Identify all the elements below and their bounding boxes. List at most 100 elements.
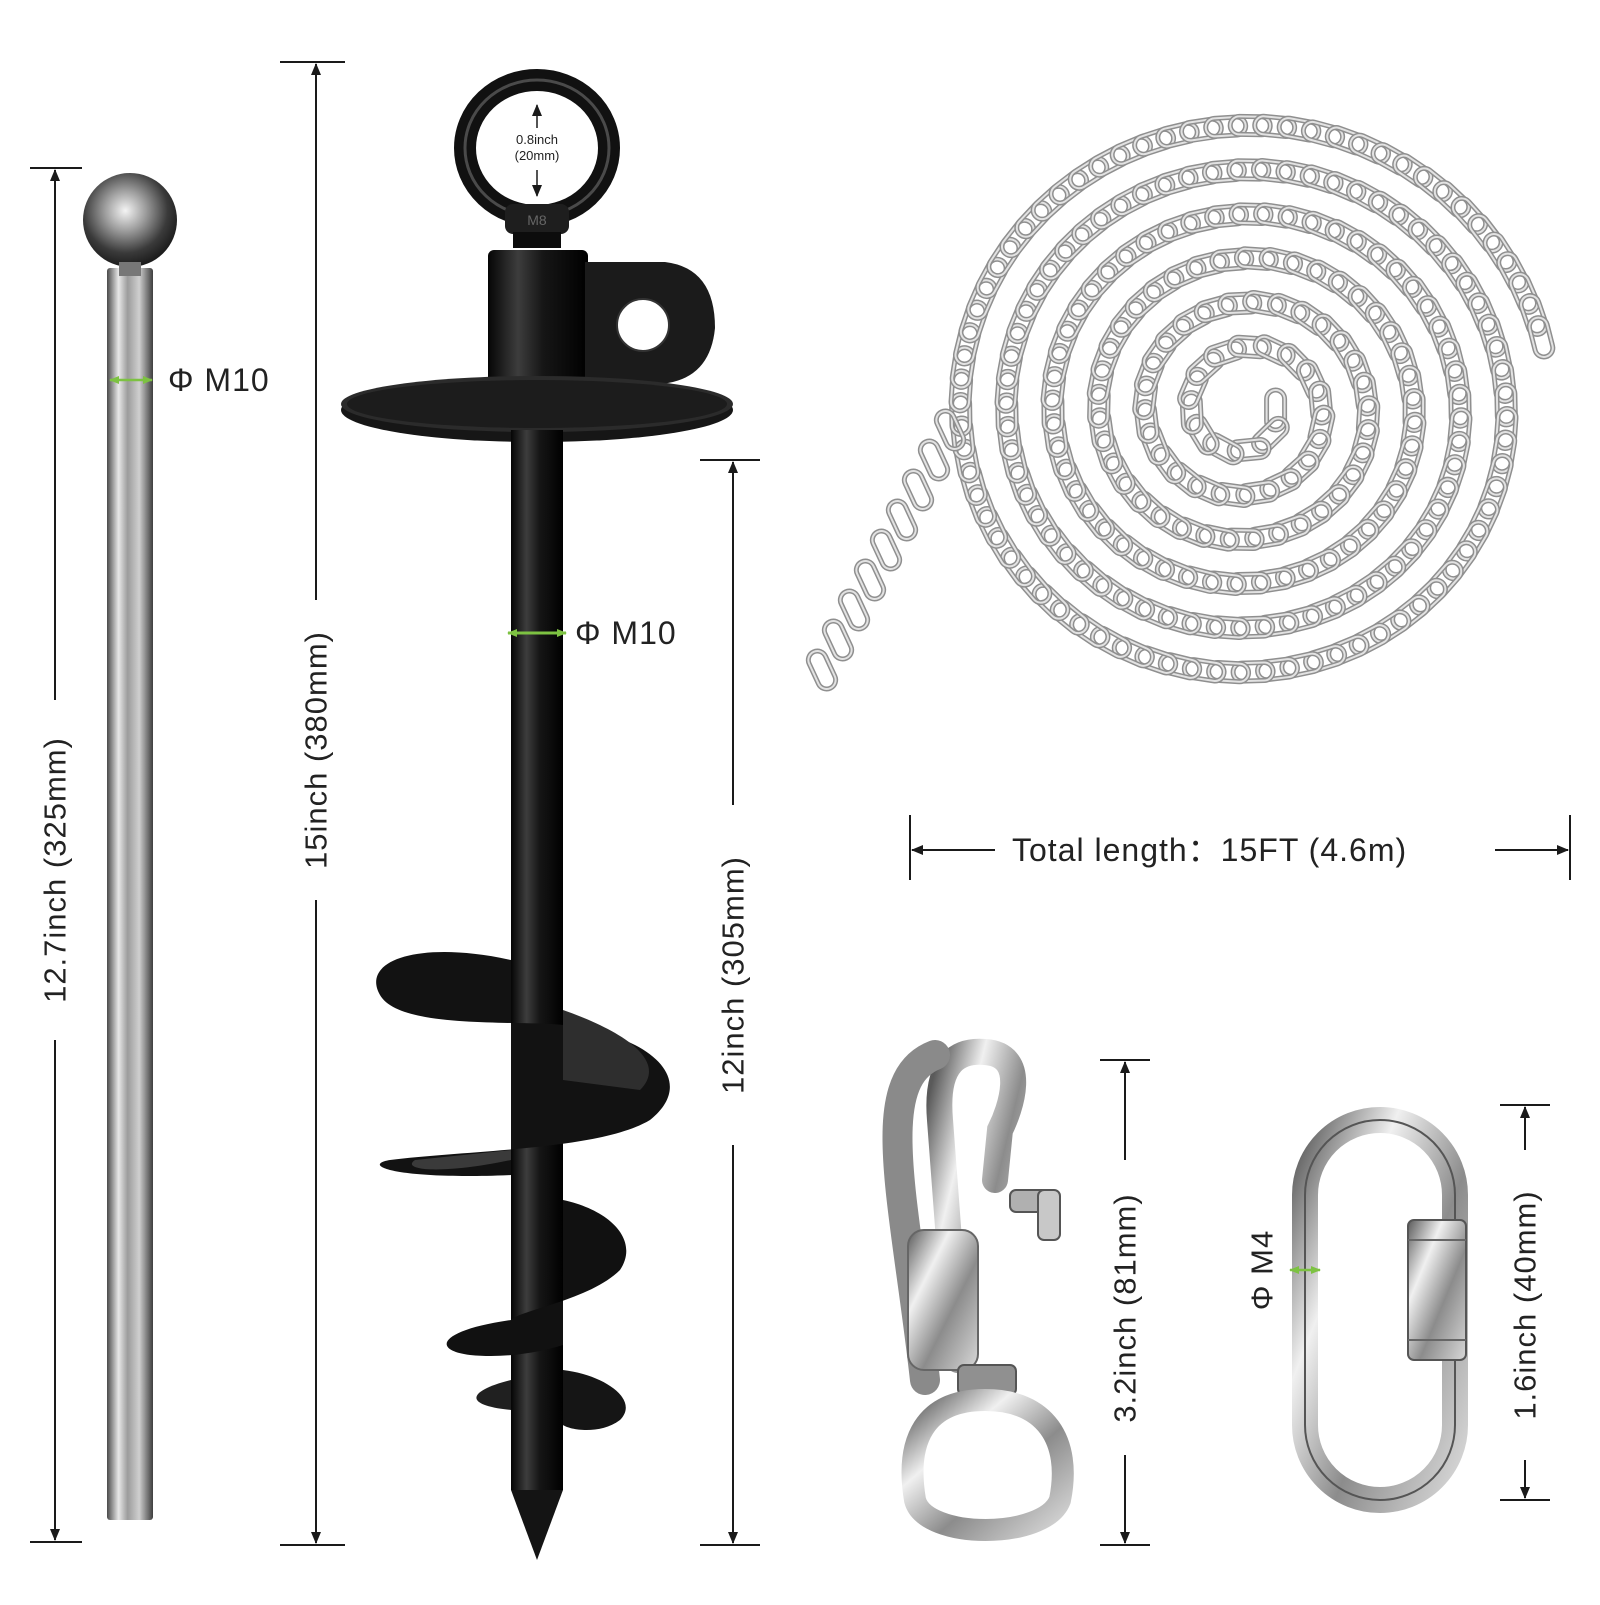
- chain-link-highlight: [1207, 616, 1250, 639]
- snap-hook-length-dimension: [1100, 1059, 1150, 1546]
- chain-link-highlight: [1188, 476, 1229, 505]
- chain-link-highlight: [1409, 219, 1445, 256]
- chain-link-highlight: [1068, 281, 1102, 320]
- chain-link-highlight: [1186, 415, 1219, 455]
- chain-link-highlight: [1135, 354, 1164, 395]
- chain-link-highlight: [967, 279, 997, 320]
- chain-link-highlight: [1156, 559, 1197, 588]
- chain-link-highlight: [1136, 599, 1177, 628]
- chain-link-highlight: [1133, 175, 1174, 204]
- chain-link-highlight: [1468, 499, 1499, 540]
- chain-link-highlight: [1341, 520, 1378, 555]
- chain-link-highlight: [1114, 588, 1154, 620]
- chain-link-highlight: [823, 620, 853, 660]
- chain-link-highlight: [1111, 184, 1152, 216]
- chain-link-highlight: [1066, 481, 1098, 521]
- chain-link-highlight: [1228, 573, 1270, 594]
- chain-link-highlight: [1227, 159, 1270, 181]
- quick-link-diameter-label: Φ M4: [1244, 1229, 1280, 1311]
- chain-link-highlight: [1343, 443, 1374, 484]
- chain-link-highlight: [987, 238, 1020, 277]
- chain-link-highlight: [1331, 331, 1363, 371]
- chain-link-highlight: [995, 370, 1018, 413]
- chain-link-highlight: [1173, 303, 1214, 335]
- chain-link-highlight: [1158, 213, 1200, 241]
- chain-link-highlight: [871, 530, 901, 570]
- quick-link-length-label: 1.6inch (40mm): [1507, 1190, 1543, 1420]
- chain-link-highlight: [887, 500, 917, 540]
- chain-link-highlight: [1321, 536, 1360, 569]
- chain-link-highlight: [1428, 478, 1458, 519]
- chain-link-highlight: [1236, 481, 1279, 505]
- chain-link-highlight: [1393, 154, 1432, 187]
- chain-link-highlight: [1182, 613, 1225, 638]
- chain-link-highlight: [950, 369, 972, 412]
- chain-link-highlight: [1299, 550, 1340, 580]
- chain-link-highlight: [1486, 337, 1512, 380]
- chain-link-highlight: [1281, 452, 1319, 487]
- chain-link-highlight: [1308, 406, 1334, 448]
- chain-link-highlight: [1451, 197, 1487, 234]
- chain-link-highlight: [1089, 146, 1130, 177]
- quick-link-icon: [1292, 1107, 1468, 1513]
- chain-link-highlight: [1252, 417, 1289, 453]
- chain-link-highlight: [1414, 167, 1452, 202]
- chain-link-highlight: [1099, 318, 1131, 358]
- chain-link-highlight: [1445, 361, 1469, 404]
- chain-link-highlight: [1228, 336, 1271, 358]
- chain-link-highlight: [1402, 520, 1436, 559]
- chain-link-highlight: [1448, 408, 1471, 451]
- chain-link-highlight: [1457, 521, 1489, 561]
- chain-link-highlight: [1179, 163, 1222, 188]
- chain-link-highlight: [1497, 252, 1529, 293]
- chain-link-highlight: [1509, 273, 1539, 314]
- ball-top-rod-icon: [83, 173, 177, 1520]
- chain-link-highlight: [1403, 277, 1436, 316]
- ring-inner-diameter-inch: 0.8inch: [516, 132, 558, 147]
- chain-link-highlight: [1429, 317, 1458, 358]
- chain-link-highlight: [1298, 430, 1330, 470]
- chain-link-highlight: [1280, 606, 1322, 633]
- anchor-screw-length-label: 12inch (305mm): [715, 856, 751, 1094]
- chain-link-highlight: [996, 393, 1018, 436]
- chain-link-highlight: [1088, 385, 1110, 428]
- chain-link-highlight: [1229, 115, 1272, 136]
- chain-link-highlight: [1231, 617, 1274, 638]
- chain-link-highlight: [1324, 172, 1365, 202]
- chain-link-highlight: [1140, 423, 1169, 465]
- chain-link-highlight: [1253, 115, 1296, 138]
- chain-link-highlight: [1260, 248, 1302, 274]
- chain-link-highlight: [1350, 624, 1390, 655]
- chain-link-highlight: [977, 507, 1007, 548]
- chain-link-highlight: [1207, 661, 1250, 683]
- chain-link-highlight: [1057, 544, 1093, 581]
- chain-link-highlight: [1456, 273, 1488, 313]
- chain-link-highlight: [1301, 165, 1343, 193]
- chain-link-highlight: [1002, 440, 1027, 483]
- chain-link-highlight: [997, 347, 1022, 389]
- chain-link-highlight: [1297, 360, 1327, 401]
- chain-link-highlight: [1179, 567, 1221, 593]
- ring-inner-diameter-label: 0.8inch (20mm): [507, 132, 567, 164]
- chain-link-highlight: [1050, 170, 1088, 204]
- chain-link-highlight: [1291, 302, 1330, 335]
- chain-link-highlight: [1478, 477, 1507, 519]
- chain-link-highlight: [1156, 316, 1193, 352]
- chain-link-highlight: [1371, 610, 1410, 643]
- chain-link-highlight: [1116, 233, 1156, 266]
- chain-link-highlight: [1391, 343, 1419, 385]
- chain-link-highlight: [1484, 233, 1516, 272]
- chain-link-highlight: [1072, 209, 1110, 244]
- chain-link-highlight: [1292, 502, 1332, 534]
- chain-link-highlight: [1203, 433, 1244, 464]
- chain-link-highlight: [1265, 389, 1286, 431]
- chain-link-highlight: [807, 650, 837, 690]
- chain-link-highlight: [1442, 253, 1475, 293]
- chain-link-highlight: [959, 301, 987, 342]
- chain-link-highlight: [1386, 459, 1416, 500]
- chain-link-highlight: [1173, 518, 1214, 547]
- chain-link-highlight: [1492, 360, 1516, 403]
- chain-link-highlight: [1327, 635, 1369, 664]
- chain-link-highlight: [1528, 316, 1554, 358]
